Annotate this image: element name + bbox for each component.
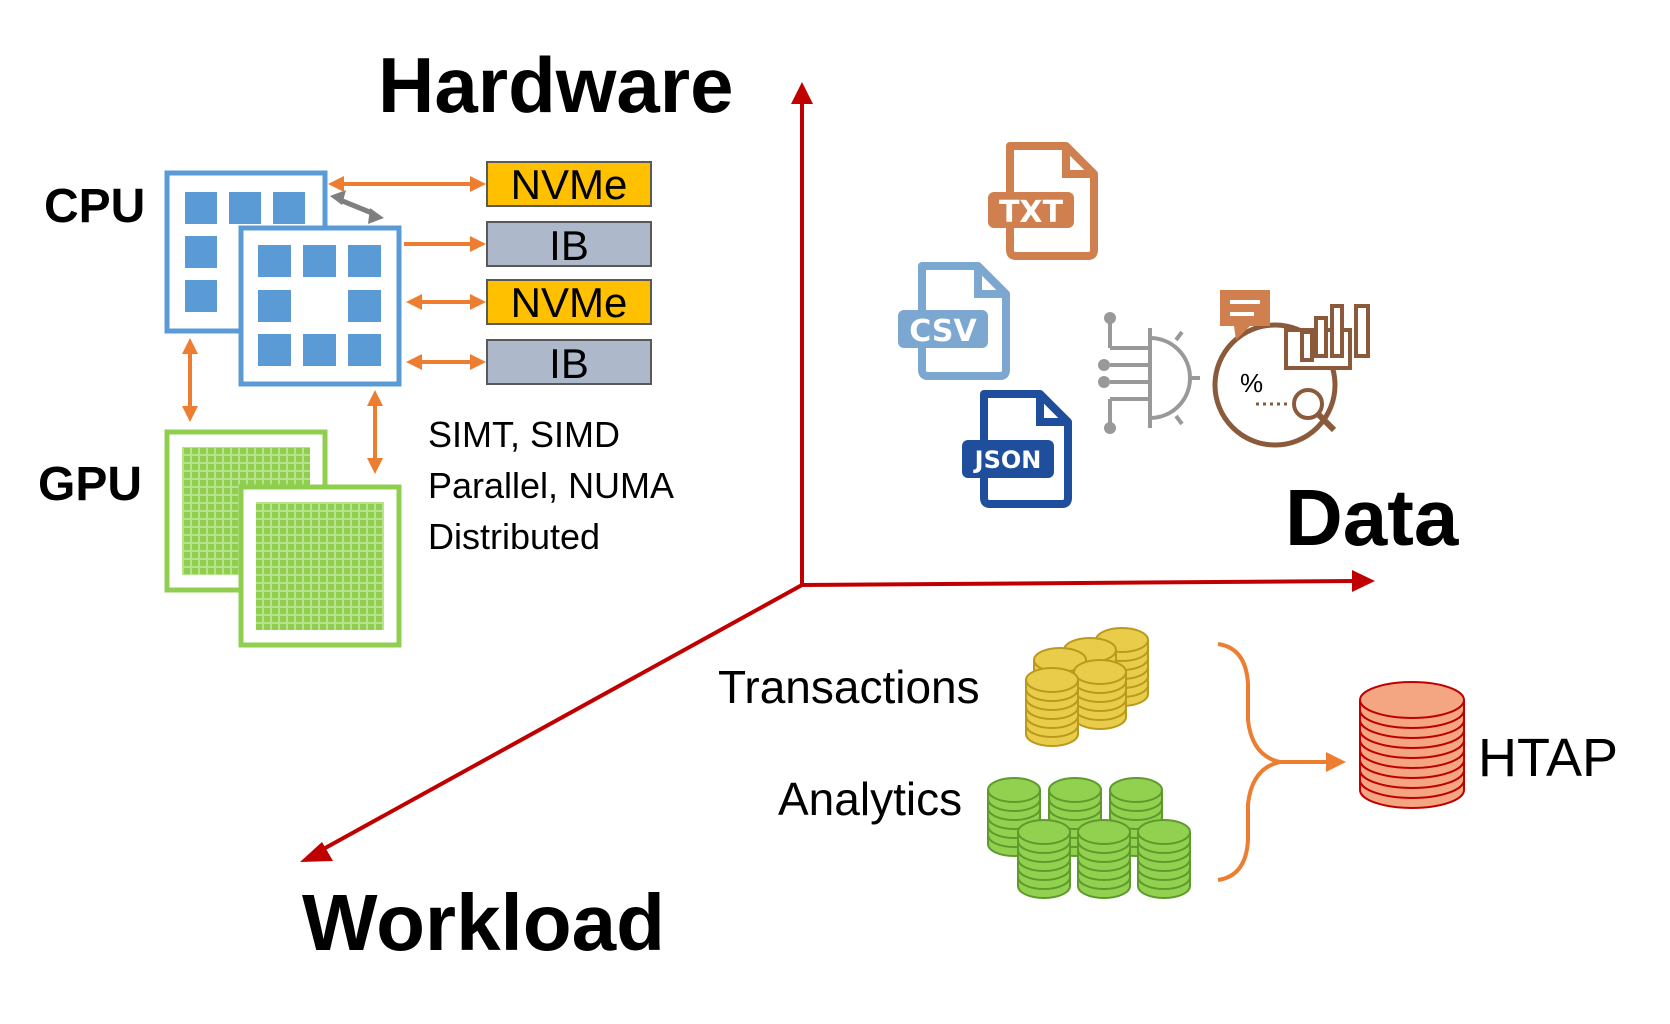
device-ib-2: IB — [486, 339, 652, 387]
feature-text-1: SIMT, SIMD — [428, 414, 620, 455]
device-label: NVMe — [511, 161, 628, 208]
cpu-interconnect-arrow — [330, 190, 384, 224]
svg-text:%: % — [1240, 368, 1263, 398]
axis-title-workload: Workload — [302, 878, 665, 967]
cpu-chip-front — [238, 225, 402, 387]
axis-diagonal-workload — [300, 583, 803, 862]
device-label: IB — [549, 340, 589, 387]
json-label: JSON — [973, 446, 1042, 474]
coin-stack — [1073, 659, 1127, 730]
axis-horizontal-data — [801, 570, 1375, 592]
axis-title-hardware: Hardware — [378, 41, 734, 129]
analytics-label: Analytics — [778, 773, 962, 825]
device-label: IB — [549, 222, 589, 269]
htap-label: HTAP — [1478, 728, 1618, 788]
csv-label: CSV — [909, 314, 977, 349]
coin-stack — [1137, 819, 1191, 899]
gpu-chip-front — [238, 484, 402, 648]
device-label: NVMe — [511, 279, 628, 326]
device-nvme-2: NVMe — [486, 279, 652, 326]
merge-brace — [1217, 642, 1346, 882]
database-stack — [1359, 681, 1465, 809]
device-arrows — [182, 176, 486, 474]
transactions-coin-stacks — [1025, 627, 1149, 747]
txt-file-icon: TXT — [988, 142, 1098, 260]
axis-title-data: Data — [1285, 473, 1459, 562]
csv-file-icon: CSV — [898, 262, 1010, 380]
coin-stack — [1025, 667, 1079, 747]
coin-stack — [1077, 819, 1131, 899]
json-file-icon: JSON — [962, 390, 1072, 508]
axis-vertical-hardware — [791, 82, 813, 585]
txt-label: TXT — [999, 195, 1064, 230]
transactions-label: Transactions — [718, 661, 980, 713]
ai-processor-icon — [1098, 312, 1200, 434]
analytics-coin-stacks — [987, 777, 1191, 899]
device-nvme-1: NVMe — [486, 161, 652, 208]
feature-text-2: Parallel, NUMA — [428, 465, 674, 506]
device-ib-1: IB — [486, 221, 652, 269]
coin-stack — [1017, 819, 1071, 899]
data-analytics-icon: % — [1212, 290, 1370, 448]
cpu-label: CPU — [44, 180, 145, 233]
gpu-label: GPU — [38, 458, 142, 511]
feature-text-3: Distributed — [428, 516, 600, 557]
htap-database-icon — [1359, 681, 1465, 809]
